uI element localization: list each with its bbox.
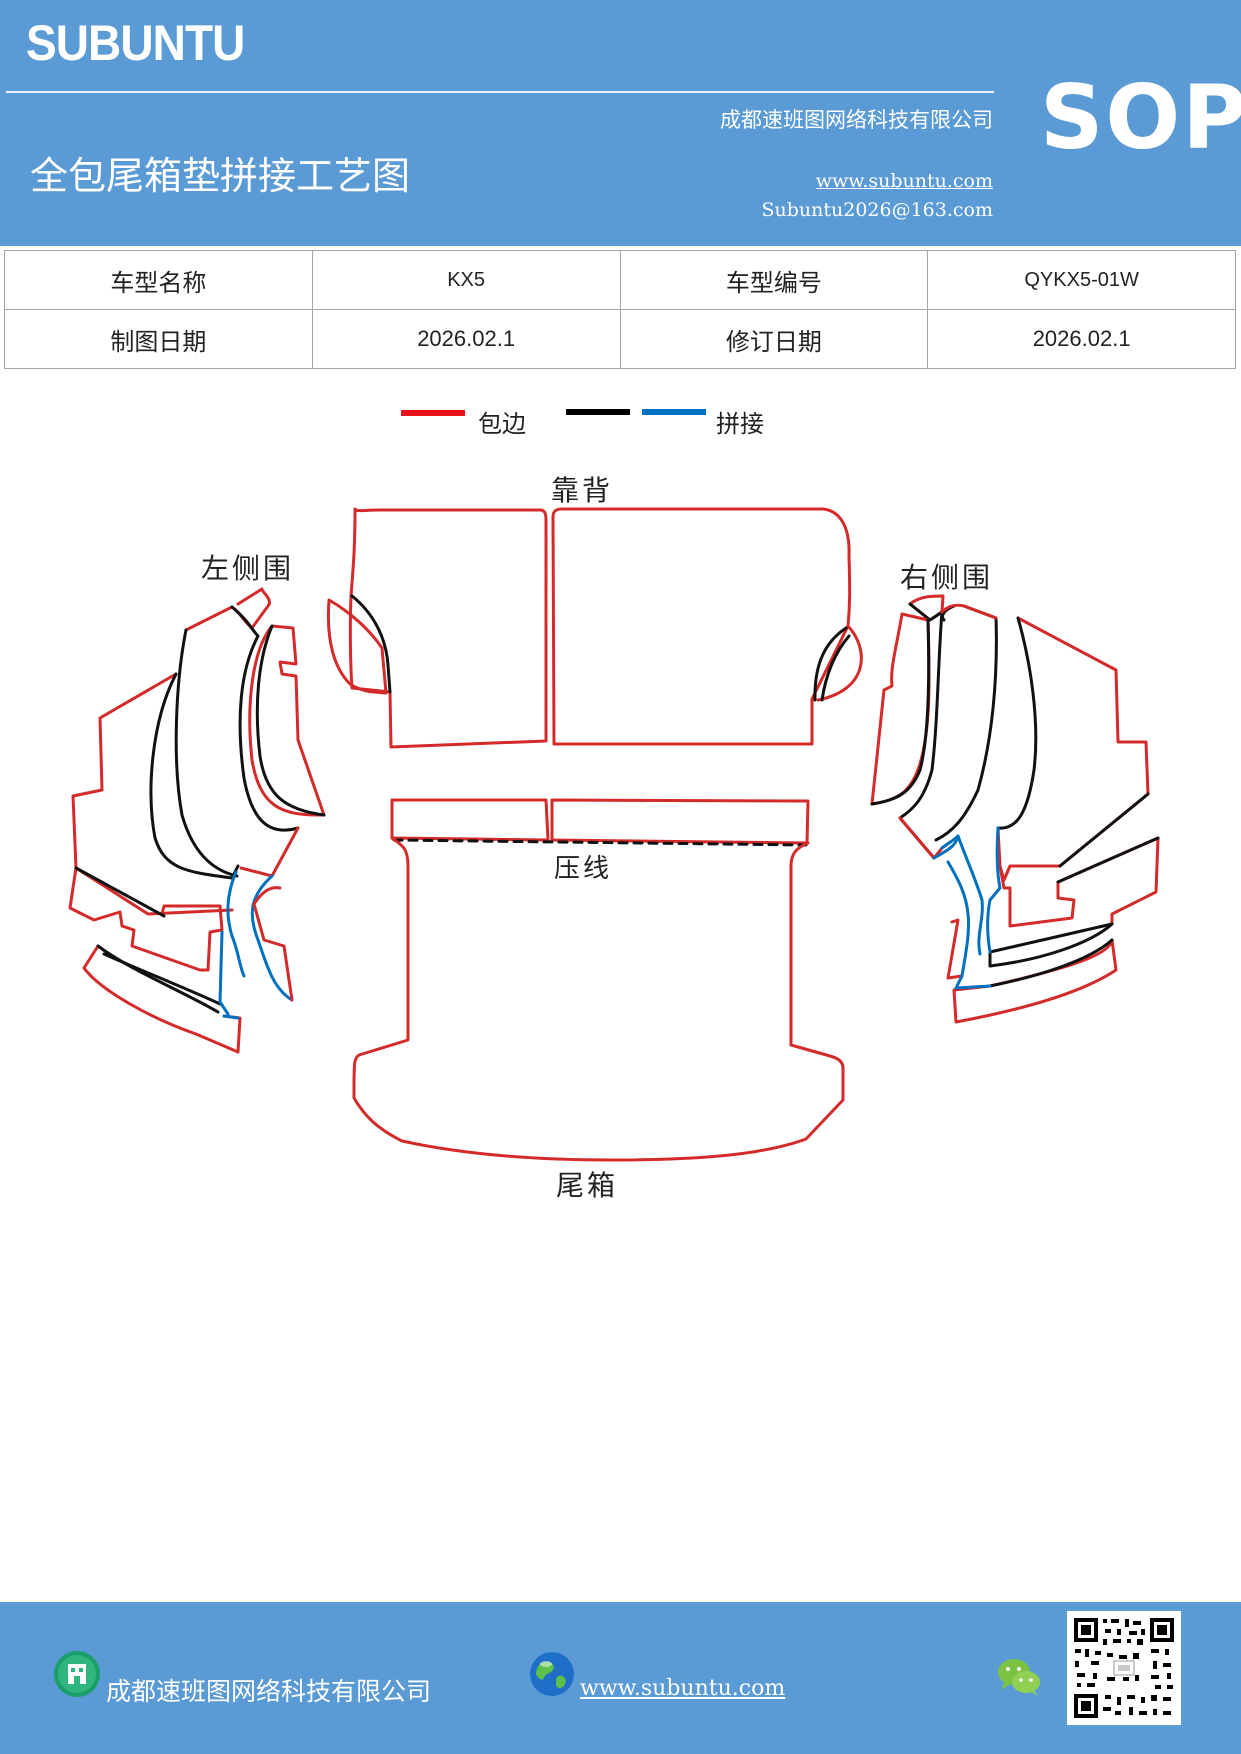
right-mid-black (1056, 836, 1160, 884)
draw-date-value: 2026.02.1 (311, 309, 621, 369)
model-name-label: 车型名称 (4, 250, 313, 310)
left-outer-panel (71, 672, 234, 916)
legend-splice-label: 拼接 (716, 410, 764, 438)
left-tall-arch2 (248, 624, 326, 817)
legend-edge-label: 包边 (478, 410, 526, 438)
right-top-black (908, 602, 944, 622)
press-strip-left (390, 798, 550, 842)
left-splice-3 (218, 930, 230, 1016)
revise-date-value: 2026.02.1 (927, 309, 1236, 369)
left-lower-red (239, 826, 300, 878)
info-table: 车型名称 KX5 车型编号 QYKX5-01W 制图日期 2026.02.1 修… (4, 250, 1236, 369)
trunk-label: 尾箱 (556, 1169, 619, 1202)
header-divider (6, 91, 994, 93)
backrest-right-wing (816, 624, 863, 702)
brand-logo: SUBUNTU (26, 15, 245, 71)
right-large-black (996, 616, 1038, 830)
header-banner: SUBUNTU SOP 全包尾箱垫拼接工艺图 成都速班图网络科技有限公司 www… (0, 0, 1241, 246)
left-arch3-black (255, 624, 326, 817)
left-bottom-strip (82, 944, 242, 1054)
left-upper-arch-black (149, 672, 240, 880)
footer-website-link[interactable]: www.subuntu.com (580, 1676, 786, 1701)
right-mid-parts (998, 836, 1160, 928)
right-splice-5 (954, 984, 992, 990)
left-bottom-black (96, 944, 220, 1014)
header-website-link[interactable]: www.subuntu.com (815, 170, 993, 192)
right-outer-left-black (870, 618, 931, 806)
right-large-black2 (1058, 792, 1150, 868)
left-splice-1 (226, 870, 246, 978)
press-strip-right (550, 798, 810, 845)
revise-date-label: 修订日期 (619, 309, 929, 369)
wechat-icon[interactable] (996, 1656, 1042, 1698)
globe-icon (530, 1652, 574, 1696)
qr-code-icon[interactable] (1067, 1611, 1181, 1725)
right-splice-2 (940, 834, 960, 850)
left-side-label: 左侧围 (201, 552, 295, 585)
model-name-value: KX5 (311, 250, 621, 310)
right-arch2-red2 (940, 603, 966, 614)
backrest-left-wing (326, 598, 388, 695)
draw-date-label: 制图日期 (4, 309, 313, 369)
document-title: 全包尾箱垫拼接工艺图 (30, 154, 411, 198)
legend-splice-swatch (642, 409, 706, 415)
backrest-label: 靠背 (551, 474, 614, 507)
legend-edge-swatch (401, 410, 465, 416)
right-bottom-black (988, 938, 1114, 988)
right-arch2 (934, 604, 998, 842)
trunk-panel (352, 836, 845, 1162)
left-lower-black (74, 866, 166, 918)
left-splice-2 (250, 874, 294, 1002)
right-side-label: 右侧围 (900, 561, 994, 594)
right-lower-red (946, 918, 964, 980)
table-row: 制图日期 2026.02.1 修订日期 2026.02.1 (4, 309, 1236, 369)
right-arch-black (898, 610, 944, 860)
left-lower-parts (68, 866, 224, 972)
left-tall-arch (230, 605, 300, 832)
model-code-value: QYKX5-01W (927, 250, 1236, 310)
right-large-panel (996, 616, 1150, 882)
right-lower-strip (988, 922, 1114, 968)
header-email[interactable]: Subuntu2026@163.com (761, 199, 993, 221)
model-code-label: 车型编号 (619, 250, 929, 310)
press-line-label: 压线 (554, 854, 613, 884)
footer-company-name: 成都速班图网络科技有限公司 (106, 1677, 432, 1706)
right-splice-3 (986, 826, 1002, 954)
right-lower-red1 (898, 816, 944, 860)
sop-label: SOP (1040, 66, 1241, 169)
right-top-piece (908, 594, 945, 622)
header-company-name: 成都速班图网络科技有限公司 (720, 108, 993, 132)
table-row: 车型名称 KX5 车型编号 QYKX5-01W (4, 250, 1236, 310)
legend-black-swatch (566, 409, 630, 415)
right-splice-4 (946, 860, 970, 978)
backrest-left-panel (348, 507, 548, 749)
left-upper-arch (184, 587, 271, 632)
right-splice-1 (932, 834, 984, 956)
left-bottom-black2 (102, 952, 222, 1006)
backrest-right-wing-seam2 (820, 634, 851, 702)
right-outer-left-panel (870, 612, 931, 806)
left-tip-red (252, 886, 294, 1002)
left-inner-arch-black (174, 628, 239, 878)
right-arch2-red (962, 604, 998, 620)
backrest-left-wing-seam (350, 594, 392, 694)
right-splice-6 (954, 974, 964, 990)
right-bottom-black2 (988, 922, 1114, 968)
backrest-right-panel (551, 507, 852, 746)
left-splice-4 (222, 1014, 240, 1020)
footer-banner: 成都速班图网络科技有限公司 www.subuntu.com (0, 1602, 1241, 1754)
building-icon (54, 1651, 100, 1697)
press-dashed-line (392, 838, 808, 847)
backrest-right-wing-seam (813, 626, 848, 702)
